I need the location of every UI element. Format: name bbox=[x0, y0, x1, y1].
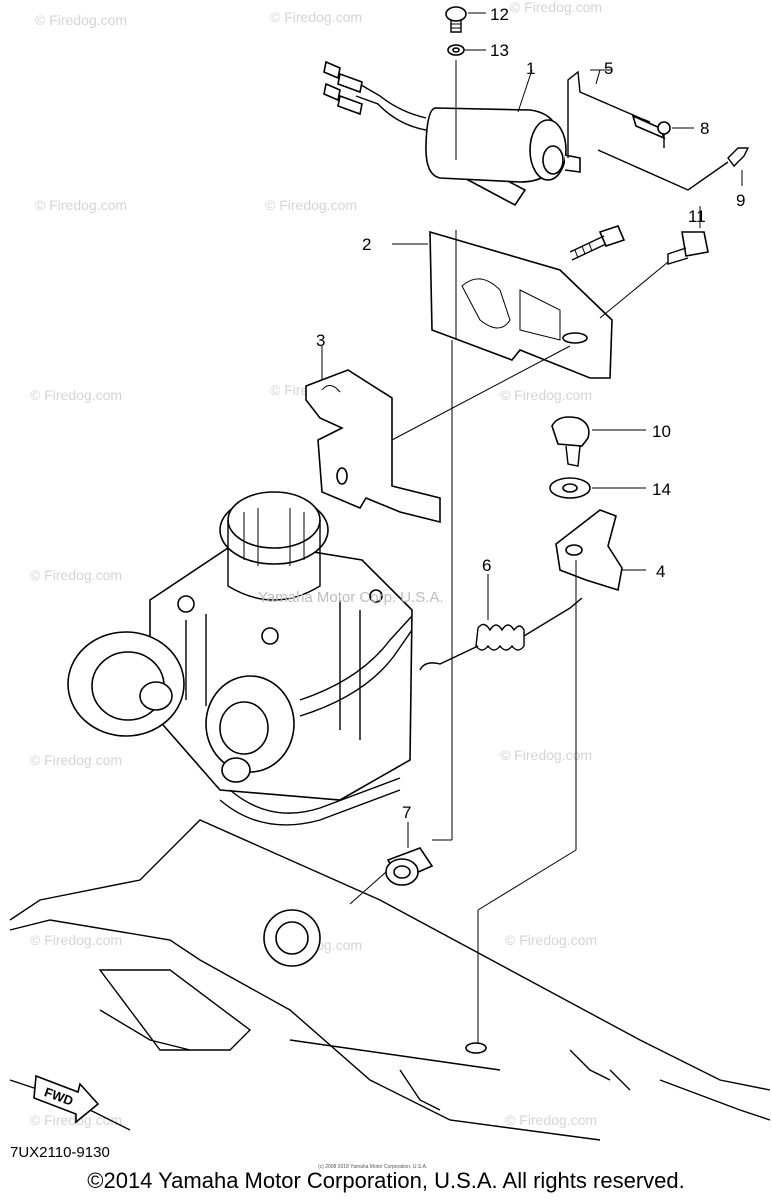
part-5-rod bbox=[567, 69, 651, 158]
watermark: © Firedog.com bbox=[30, 752, 122, 768]
watermark: © Firedog.com bbox=[265, 197, 357, 213]
watermark: © Firedog.com bbox=[30, 932, 122, 948]
guide-lines bbox=[349, 60, 577, 1044]
callout-7: 7 bbox=[402, 803, 411, 822]
watermark: © Firedog.com bbox=[505, 932, 597, 948]
callout-12: 12 bbox=[490, 5, 509, 24]
watermark: © Firedog.com bbox=[510, 0, 602, 15]
part-4-bracket bbox=[555, 509, 646, 592]
watermark: © Firedog.com bbox=[270, 9, 362, 25]
callout-2: 2 bbox=[362, 235, 371, 254]
watermark: © Firedog.com bbox=[35, 197, 127, 213]
watermark: © Firedog.com bbox=[500, 387, 592, 403]
callout-1: 1 bbox=[526, 59, 535, 78]
callout-4: 4 bbox=[656, 562, 665, 581]
watermark: © Firedog.com bbox=[505, 1112, 597, 1128]
callout-5: 5 bbox=[604, 59, 613, 78]
part-11-bolt bbox=[599, 206, 709, 319]
part-9-bracket bbox=[597, 147, 750, 191]
watermark: © Firedog.com bbox=[30, 387, 122, 403]
callout-13: 13 bbox=[490, 41, 509, 60]
watermark: © Firedog.com bbox=[500, 747, 592, 763]
part-3-bracket bbox=[305, 345, 571, 524]
callout-6: 6 bbox=[482, 556, 491, 575]
center-watermark: Yamaha Motor Corp. U.S.A. bbox=[258, 589, 444, 606]
bolt-top bbox=[569, 225, 626, 261]
copyright-footer: ©2014 Yamaha Motor Corporation, U.S.A. A… bbox=[87, 1168, 685, 1193]
part-1-solenoid bbox=[323, 60, 581, 207]
watermark: © Firedog.com bbox=[35, 12, 127, 28]
part-10-bolt bbox=[551, 416, 646, 467]
callouts: 12 13 1 5 8 9 11 2 3 10 14 6 4 7 bbox=[316, 5, 745, 822]
callout-14: 14 bbox=[652, 480, 671, 499]
part-14-washer bbox=[549, 477, 646, 499]
callout-11: 11 bbox=[688, 207, 706, 226]
callout-9: 9 bbox=[736, 191, 745, 210]
part-12-screw bbox=[445, 6, 486, 33]
part-13-washer bbox=[447, 44, 486, 56]
fwd-arrow-icon: FWD bbox=[33, 1074, 100, 1124]
engine-base bbox=[9, 819, 771, 1141]
part-7-collar bbox=[385, 822, 434, 886]
watermark: © Firedog.com bbox=[30, 567, 122, 583]
callout-8: 8 bbox=[700, 119, 709, 138]
part-6-spring bbox=[419, 574, 583, 671]
callout-10: 10 bbox=[652, 422, 671, 441]
part-2-plate bbox=[392, 230, 613, 379]
carburetor bbox=[67, 491, 413, 826]
callout-3: 3 bbox=[316, 331, 325, 350]
tiny-copyright-note: (c) 2008 2018 Yamaha Motor Corporation, … bbox=[318, 1164, 428, 1170]
part-8-clip bbox=[631, 114, 694, 148]
diagram-code: 7UX2110-9130 bbox=[10, 1144, 110, 1161]
